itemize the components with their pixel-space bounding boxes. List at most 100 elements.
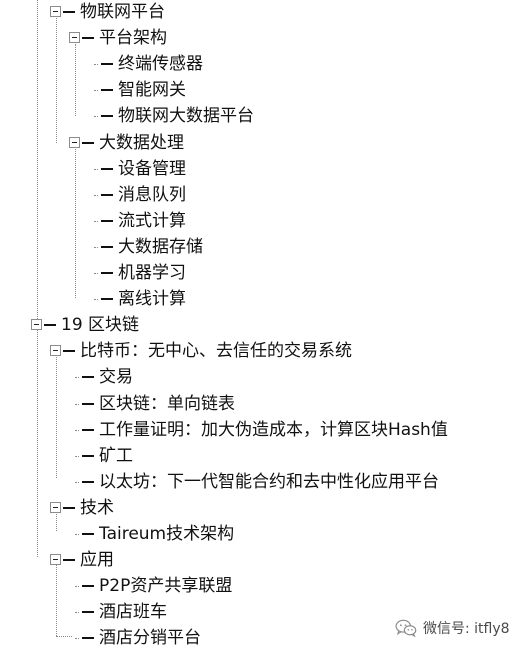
tree-guide-line: [37, 329, 38, 557]
tree-branch-connector: [75, 377, 79, 379]
node-dash-marker: [63, 11, 75, 13]
tree-node-row[interactable]: 物联网平台: [0, 0, 522, 25]
tree-node-label: 以太坊：下一代智能合约和去中性化应用平台: [99, 471, 439, 492]
watermark-text: 微信号: itfly8: [423, 621, 510, 637]
tree-branch-connector: [75, 403, 79, 405]
tree-leaf-row[interactable]: 物联网大数据平台: [0, 103, 522, 129]
watermark: 微信号: itfly8: [395, 617, 510, 639]
collapse-toggle-icon[interactable]: [50, 554, 61, 566]
collapse-toggle-icon[interactable]: [50, 6, 61, 17]
tree-node-label: 流式计算: [118, 210, 186, 231]
tree-branch-connector: [75, 586, 79, 588]
tree-node-row[interactable]: 19 区块链: [0, 312, 522, 338]
tree-branch-connector: [75, 455, 79, 457]
node-dash-marker: [63, 506, 75, 509]
tree-branch-connector: [94, 168, 98, 170]
node-dash-marker: [101, 245, 113, 248]
tree-leaf-row[interactable]: 区块链：单向链表: [0, 391, 522, 417]
tree-node-label: 消息队列: [118, 184, 186, 205]
node-dash-marker: [63, 350, 75, 353]
collapse-toggle-icon[interactable]: [50, 501, 61, 513]
tree-node-label: 机器学习: [118, 263, 186, 283]
collapse-toggle-icon[interactable]: [50, 345, 61, 357]
node-dash-marker: [82, 402, 94, 405]
tree-guide-line: [75, 44, 76, 116]
tree-leaf-row[interactable]: 机器学习: [0, 260, 522, 286]
node-dash-marker: [101, 167, 113, 170]
tree-node-label: 智能网关: [118, 80, 186, 101]
node-dash-marker: [101, 193, 113, 196]
tree-branch-connector: [94, 246, 98, 248]
tree-leaf-row[interactable]: 矿工: [0, 443, 522, 469]
node-dash-marker: [44, 324, 56, 327]
tree-node-label: Taireum技术架构: [99, 524, 235, 544]
tree-leaf-row[interactable]: 以太坊：下一代智能合约和去中性化应用平台: [0, 469, 522, 495]
node-dash-marker: [101, 63, 113, 66]
tree-node-label: 比特币：无中心、去信任的交易系统: [80, 341, 352, 362]
tree-node-row[interactable]: 大数据处理: [0, 130, 522, 156]
tree-leaf-row[interactable]: P2P资产共享联盟: [0, 573, 522, 599]
tree-branch-connector: [75, 638, 79, 640]
tree-leaf-row[interactable]: Taireum技术架构: [0, 521, 522, 547]
node-dash-marker: [82, 428, 94, 431]
tree-leaf-row[interactable]: 工作量证明：加大伪造成本，计算区块Hash值: [0, 417, 522, 443]
tree-node-label: P2P资产共享联盟: [99, 576, 233, 597]
tree-leaf-row[interactable]: 交易: [0, 364, 522, 390]
tree-leaf-row[interactable]: 离线计算: [0, 286, 522, 312]
tree-guide-line: [56, 636, 72, 637]
tree-node-label: 离线计算: [118, 289, 186, 310]
node-dash-marker: [101, 219, 113, 222]
node-dash-marker: [82, 37, 94, 40]
wechat-icon: [395, 619, 417, 637]
tree-guide-line: [56, 18, 57, 143]
node-dash-marker: [101, 115, 113, 118]
tree-node-row[interactable]: 平台架构: [0, 25, 522, 51]
tree-leaf-row[interactable]: 智能网关: [0, 77, 522, 103]
tree-branch-connector: [94, 273, 98, 274]
tree-leaf-row[interactable]: 消息队列: [0, 182, 522, 208]
node-dash-marker: [82, 480, 94, 483]
tree-branch-connector: [94, 299, 98, 301]
collapse-toggle-icon[interactable]: [31, 319, 42, 331]
tree-branch-connector: [94, 194, 98, 196]
tree-node-label: 交易: [99, 367, 133, 388]
tree-leaf-row[interactable]: 终端传感器: [0, 51, 522, 77]
tree-node-row[interactable]: 技术: [0, 495, 522, 521]
tree-branch-connector: [94, 90, 98, 92]
tree-branch-connector: [94, 64, 98, 66]
tree-node-label: 大数据存储: [118, 236, 203, 257]
collapse-toggle-icon[interactable]: [69, 136, 80, 148]
tree-leaf-row[interactable]: 流式计算: [0, 208, 522, 234]
tree-node-label: 19 区块链: [61, 315, 140, 336]
tree-leaf-row[interactable]: 大数据存储: [0, 234, 522, 260]
tree-node-row[interactable]: 比特币：无中心、去信任的交易系统: [0, 338, 522, 364]
node-dash-marker: [101, 272, 113, 274]
tree-branch-connector: [94, 116, 98, 118]
node-dash-marker: [101, 89, 113, 92]
node-dash-marker: [82, 376, 94, 379]
tree-node-label: 应用: [80, 550, 114, 571]
tree-node-label: 酒店班车: [99, 602, 167, 623]
node-dash-marker: [82, 611, 94, 614]
tree-leaf-row[interactable]: 酒店分销平台: [0, 625, 522, 651]
node-dash-marker: [82, 141, 94, 144]
tree-guide-line: [56, 563, 57, 636]
tree-node-label: 设备管理: [118, 158, 186, 179]
tree-guide-line: [75, 147, 76, 298]
tree-leaf-row[interactable]: 设备管理: [0, 156, 522, 182]
tree-node-label: 工作量证明：加大伪造成本，计算区块Hash值: [99, 419, 448, 440]
tree-node-label: 终端传感器: [118, 54, 203, 75]
tree-branch-connector: [75, 612, 79, 614]
node-dash-marker: [82, 637, 94, 640]
node-dash-marker: [63, 559, 75, 562]
node-dash-marker: [101, 298, 113, 301]
tree-node-label: 区块链：单向链表: [99, 393, 235, 414]
tree-node-label: 技术: [80, 497, 114, 518]
node-dash-marker: [82, 454, 94, 457]
tree-node-label: 大数据处理: [99, 132, 184, 153]
tree-branch-connector: [75, 481, 79, 483]
tree-node-row[interactable]: 应用: [0, 547, 522, 573]
collapse-toggle-icon[interactable]: [69, 32, 80, 44]
tree-leaf-row[interactable]: 酒店班车: [0, 599, 522, 625]
tree-guide-line: [56, 511, 57, 531]
